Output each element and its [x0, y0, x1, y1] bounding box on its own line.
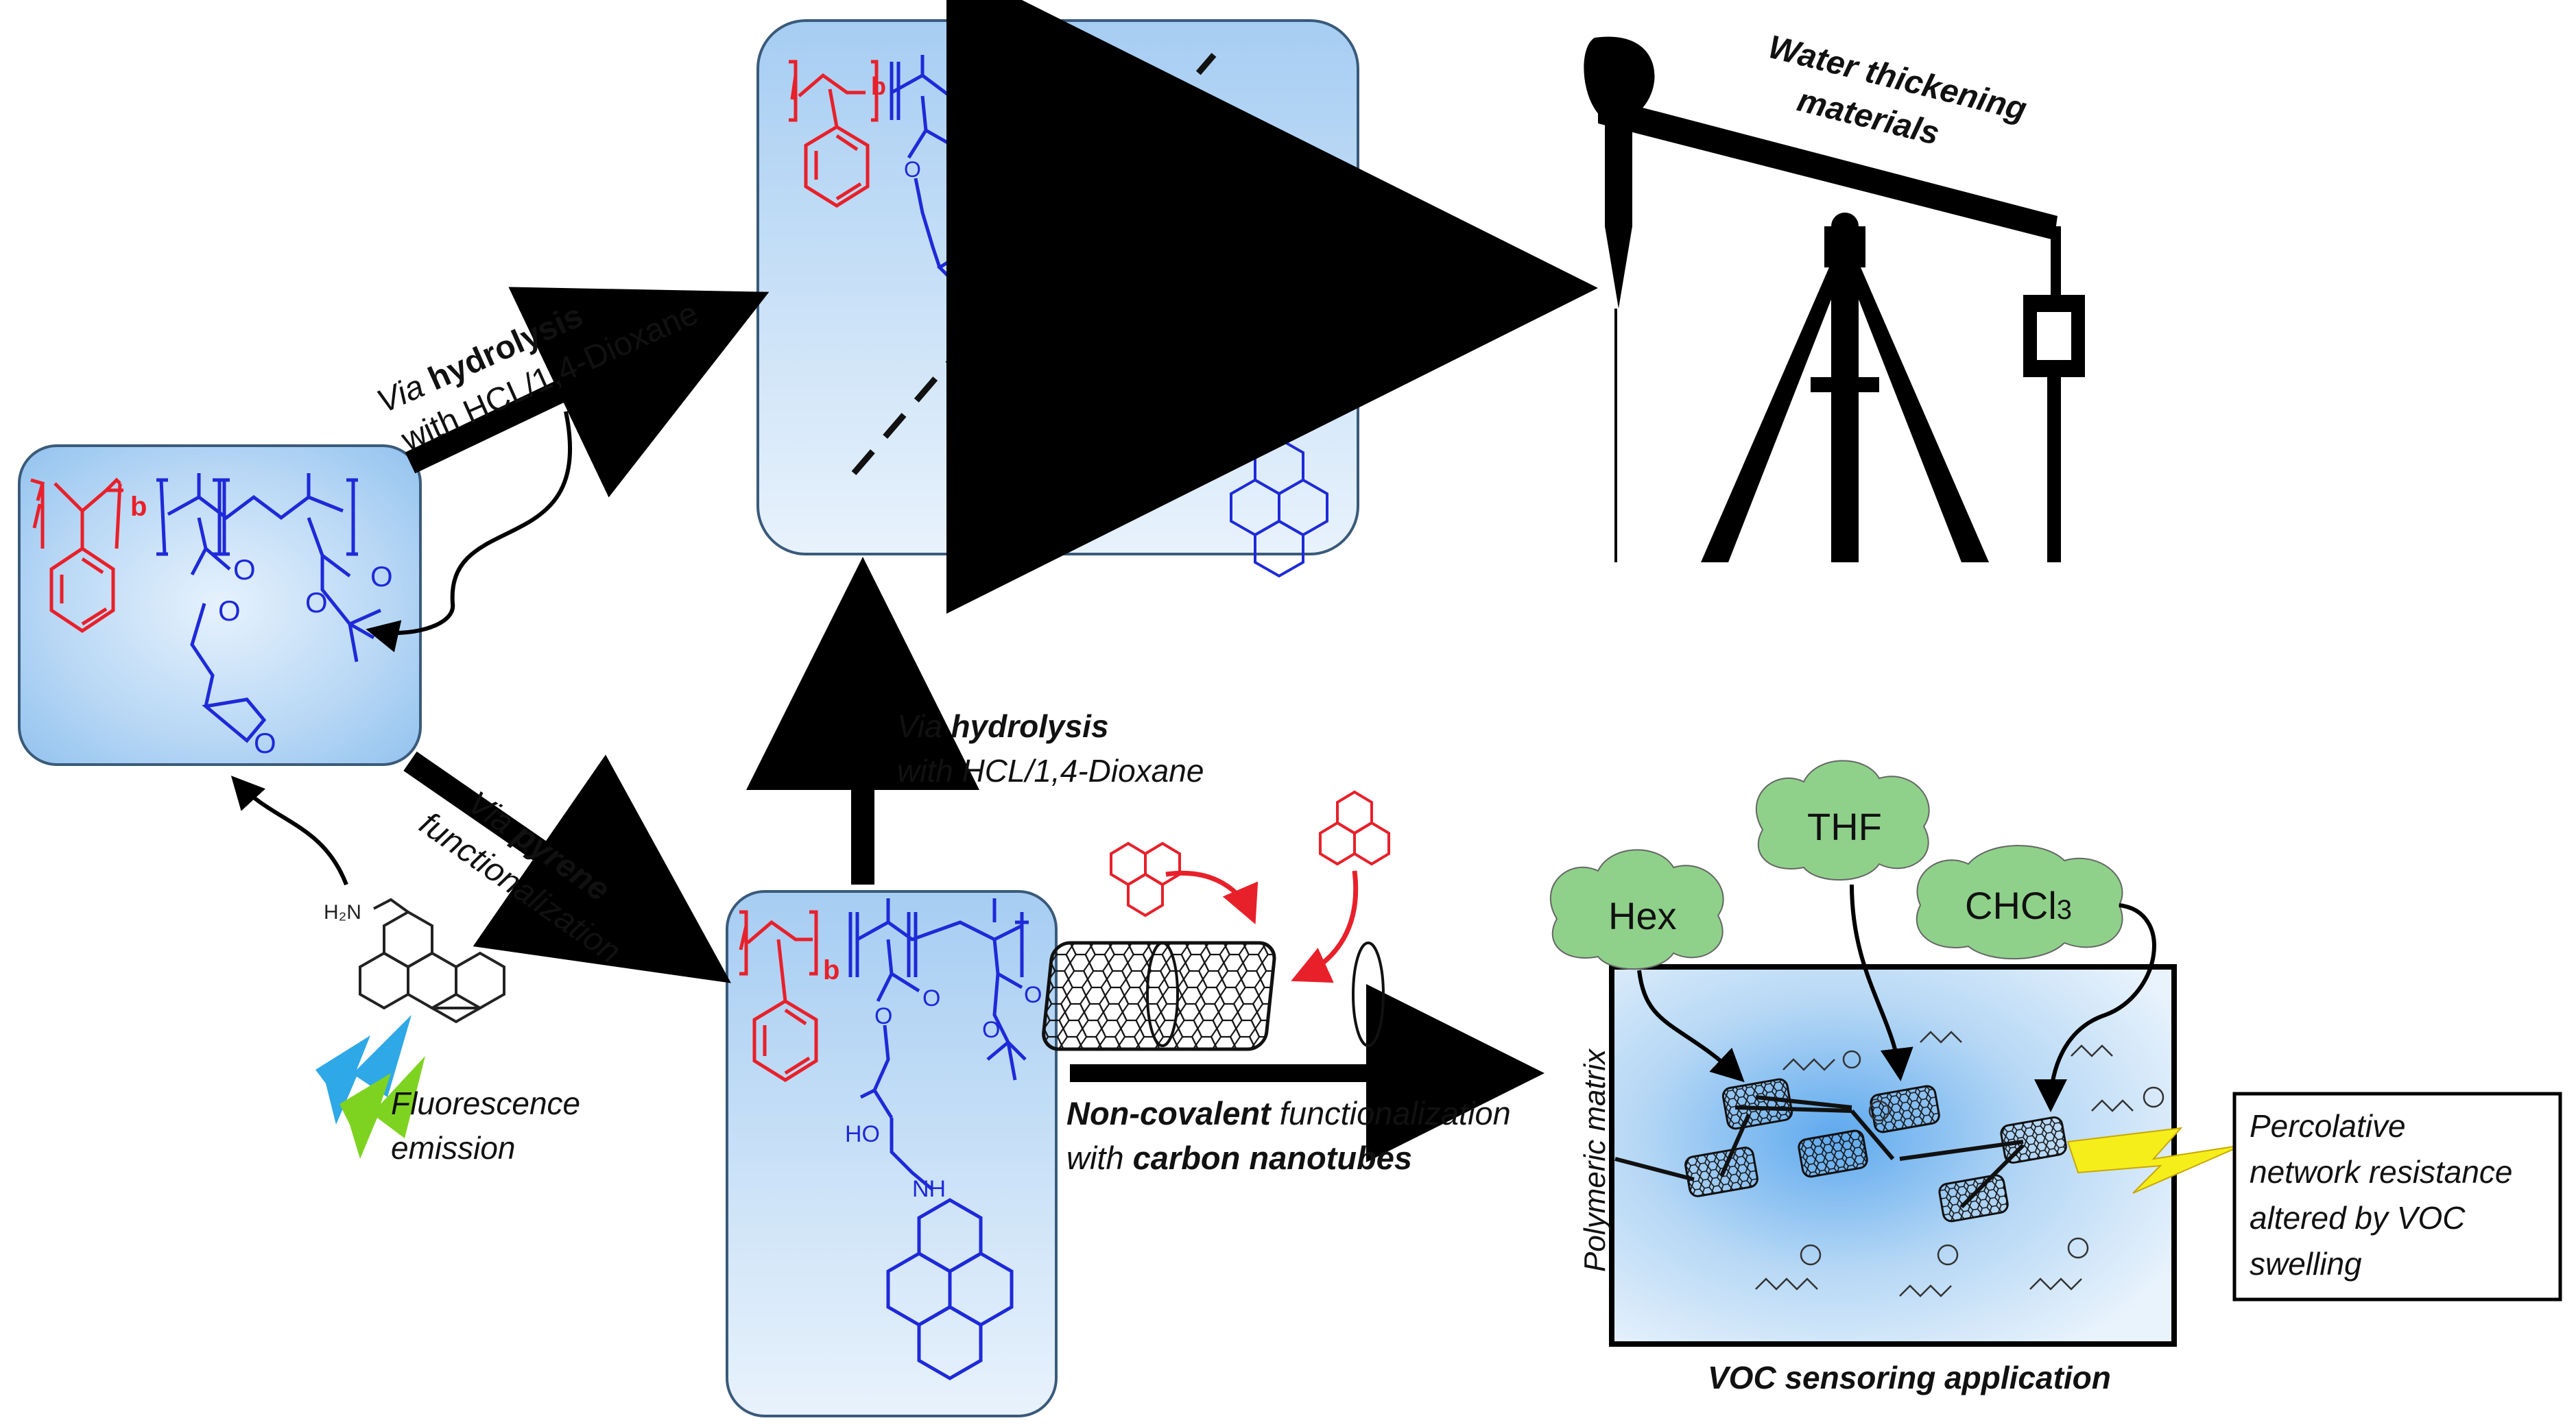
label-reagent: with HCL/1,4-Dioxane [897, 753, 1204, 789]
styrene-unit [789, 60, 879, 208]
svg-text:Non-covalent functionalization: Non-covalent functionalization [1066, 1095, 1511, 1131]
label-carbon-nanotubes: carbon nanotubes [1133, 1140, 1412, 1176]
atom-o: O [1309, 243, 1322, 261]
atom-o: O [370, 560, 393, 592]
red-arrow-left [1165, 870, 1259, 924]
pyrene-cnt-illustration [1042, 790, 1390, 1051]
polymeric-matrix-label: Polymeric matrix [1578, 1048, 1612, 1272]
label-noncovalent: Non-covalent [1066, 1095, 1272, 1131]
atom-nh: NH [912, 1176, 946, 1202]
cloud-arrows [1637, 884, 2156, 1112]
atom-o: O [1024, 982, 1042, 1008]
fluorescence-line: emission [391, 1130, 516, 1166]
atom-oh: OH [1291, 270, 1315, 289]
voc-application-label: VOC sensoring application [1708, 1360, 2111, 1395]
acrylate-units [848, 898, 1029, 1191]
atom-o: O [254, 727, 276, 759]
starting-copolymer-box: b O O O O O [18, 444, 422, 766]
label-with: with [1066, 1140, 1133, 1176]
atom-ho: HO [1195, 328, 1219, 347]
cloud-label-thf: THF [1807, 805, 1882, 848]
atom-o: O [982, 1017, 1000, 1043]
pyrene-functionalized-box: b O O O O HO NH [726, 890, 1058, 1417]
flow-arrows [230, 0, 1598, 1162]
percolative-line: altered by VOC [2250, 1200, 2466, 1236]
label-hydrolysis: hydrolysis [951, 708, 1108, 744]
hydrolyzed-polymer-box: b O O O O O b [756, 19, 1359, 578]
acrylate-atoms: O O O O O [218, 553, 393, 759]
red-arrow-right [1291, 870, 1359, 983]
noncovalent-label: Non-covalent functionalization with carb… [1066, 1095, 1511, 1176]
cloud-label-chcl: CHCl [1965, 884, 2057, 927]
block-marker: b [871, 72, 886, 100]
styrene-unit [739, 910, 818, 1082]
cnt-bundles [1684, 1078, 2067, 1223]
carbon-nanotube [1042, 941, 1385, 1051]
pyrene-group [886, 1198, 1014, 1380]
curved-arrow-amine [230, 776, 348, 886]
cloud-thf: THF [1755, 760, 1930, 881]
pumpjack-silhouette [1584, 36, 2085, 562]
atom-o: O [996, 157, 1013, 182]
fluorescence-line: Fluorescence [391, 1086, 580, 1121]
percolative-line: network resistance [2250, 1154, 2513, 1190]
atom-nh: NH [1252, 381, 1276, 400]
atom-o: O [874, 1003, 892, 1029]
resistance-bolt [2066, 1127, 2243, 1194]
atom-o: O [1261, 244, 1274, 263]
pyrene-molecule-red [1110, 790, 1390, 918]
styrene-unit [30, 477, 123, 634]
percolative-callout: Percolative network resistance altered b… [2232, 1092, 2562, 1302]
atom-o: O [1229, 267, 1242, 285]
acrylate-units [156, 473, 382, 743]
cloud-label-subscript: 3 [2057, 895, 2072, 925]
percolative-line: Percolative [2250, 1108, 2406, 1144]
atom-o: O [1034, 136, 1051, 161]
svg-text:Via hydrolysis: Via hydrolysis [897, 708, 1109, 744]
block-marker: b [1193, 194, 1205, 215]
hydrolysis-label-mid: Via hydrolysis with HCL/1,4-Dioxane [897, 708, 1204, 789]
atom-o: O [904, 157, 921, 182]
block-marker: b [823, 955, 839, 985]
fluorescence-label: Fluorescence emission [391, 1086, 580, 1166]
cloud-chcl3: CHCl3 [1916, 845, 2123, 960]
arrow-pyrene-functionalization [403, 752, 731, 983]
cloud-label-hex: Hex [1608, 894, 1677, 937]
aminomethylpyrene [359, 898, 505, 1024]
atom-ho: HO [845, 1121, 880, 1147]
atom-o: O [974, 289, 991, 313]
atom-o: O [305, 586, 328, 619]
atom-o: O [922, 985, 940, 1011]
curved-arrow-tbutyl [366, 411, 572, 653]
block-marker: b [130, 492, 147, 522]
percolative-line: swelling [2250, 1246, 2362, 1282]
label-via: Via [897, 708, 951, 744]
svg-text:with carbon nanotubes: with carbon nanotubes [1066, 1140, 1412, 1176]
polymer-chains [1755, 1031, 2164, 1297]
atom-h2n: H₂N [324, 901, 361, 924]
cloud-hex: Hex [1549, 849, 1724, 970]
cloud-label-chcl3: CHCl3 [1965, 884, 2072, 927]
sensor-clouds: Hex THF CHCl3 [1549, 760, 2123, 970]
fluorescence-bolt [315, 1015, 425, 1159]
atom-o: O [218, 595, 241, 627]
atom-o: O [233, 553, 256, 586]
atom-o: O [953, 134, 970, 159]
label-functionalization: functionalization [1271, 1095, 1511, 1131]
arrow-hydrolysis-top [405, 287, 770, 498]
